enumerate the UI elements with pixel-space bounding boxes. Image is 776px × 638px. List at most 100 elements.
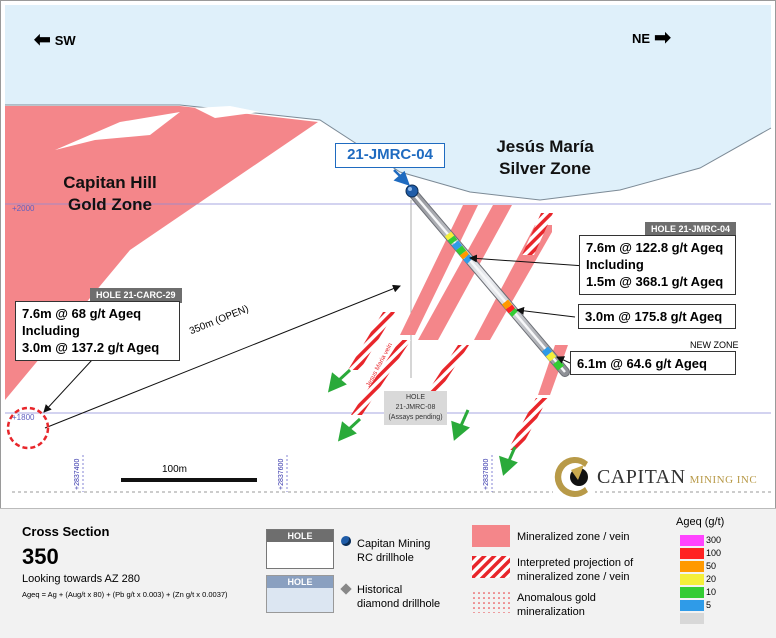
pending-hole-box: HOLE 21-JMRC-08 (Assays pending) (384, 391, 447, 425)
callout-jmrc04-tag: HOLE 21-JMRC-04 (645, 222, 737, 237)
callout-carc29-line3: 3.0m @ 137.2 g/t Ageq (22, 340, 160, 355)
new-zone-tag: NEW ZONE (690, 340, 739, 350)
pending-hole-line2: 21-JMRC-08 (395, 404, 436, 411)
legend-capitan-rc: Capitan Mining RC drillhole (357, 537, 430, 565)
legend-cross-section: Cross Section (22, 524, 110, 539)
legend-capitan-rc-line1: Capitan Mining (357, 538, 431, 550)
projection-arrows (327, 368, 518, 476)
capitan-hill-label-line2: Gold Zone (67, 195, 153, 214)
interpreted-vein-1 (348, 312, 395, 370)
legend-historical-box: HOLE (266, 575, 334, 613)
pending-hole-line3: (Assays pending) (388, 414, 443, 421)
ageq-swatch-3 (680, 574, 704, 585)
leader-lines (43, 254, 586, 429)
capitan-hill-label: Capitan Hill Gold Zone (40, 172, 180, 216)
logo-sub: MINING INC (689, 474, 758, 486)
legend-ageq-title: Ageq (g/t) (676, 516, 725, 528)
legend-rc-box: HOLE (266, 529, 334, 569)
legend-anomalous-line1: Anomalous gold (517, 592, 596, 604)
legend-interpreted-line1: Interpreted projection of (517, 557, 634, 569)
ageq-swatch-2 (680, 561, 704, 572)
legend-looking: Looking towards AZ 280 (22, 573, 141, 585)
callout-mid: 3.0m @ 175.8 g/t Ageq (578, 304, 736, 329)
legend-interpreted: Interpreted projection of mineralized zo… (517, 556, 633, 584)
ageq-swatch-5 (680, 600, 704, 611)
interpreted-vein-5 (508, 398, 548, 450)
direction-sw: ⬅ SW (34, 29, 76, 51)
jesus-maria-label-line2: Silver Zone (499, 159, 591, 178)
elevation-label-upper: +2000 (12, 204, 35, 213)
interpreted-vein-3 (419, 345, 469, 405)
callout-jmrc04-line3: 1.5m @ 368.1 g/t Ageq (586, 274, 724, 289)
northing-ticks (82, 455, 493, 492)
drillhole-21-jmrc-04 (405, 184, 570, 377)
legend-interpreted-swatch (472, 556, 510, 578)
elevation-label-lower: +1800 (12, 413, 35, 422)
arrow-right-icon: ➡ (654, 27, 671, 49)
collar-arrow (393, 169, 411, 187)
scale-bar (121, 478, 257, 482)
legend-section-number: 350 (22, 544, 59, 569)
capitan-logo: CAPITAN MINING INC (597, 466, 757, 489)
legend-formula: Ageq = Ag + (Aug/t x 80) + (Pb g/t x 0.0… (22, 590, 228, 599)
callout-carc29-line1: 7.6m @ 68 g/t Ageq (22, 306, 142, 321)
ageq-label-5: 5 (706, 600, 712, 610)
northing-3: +2837800 (483, 458, 490, 490)
direction-ne: NE ➡ (632, 27, 671, 49)
ageq-label-0: 300 (706, 535, 722, 545)
capitan-logo-mark (553, 455, 595, 497)
vein-1 (400, 205, 478, 335)
callout-carc29-tag: HOLE 21-CARC-29 (90, 288, 182, 303)
capitan-hill-label-line1: Capitan Hill (63, 173, 157, 192)
anomaly-circle (6, 406, 50, 450)
ageq-label-4: 10 (706, 587, 717, 597)
callout-jmrc04: 7.6m @ 122.8 g/t Ageq Including 1.5m @ 3… (579, 235, 736, 295)
callout-jmrc04-line1: 7.6m @ 122.8 g/t Ageq (586, 240, 724, 255)
legend-panel: Cross Section 350 Looking towards AZ 280… (0, 508, 776, 638)
callout-new-zone: 6.1m @ 64.6 g/t Ageq (570, 351, 736, 375)
legend-rc-box-header: HOLE (267, 530, 333, 542)
legend-historical-line2: diamond drillhole (357, 598, 441, 610)
callout-carc29-line2: Including (22, 323, 80, 338)
legend-anomalous-line2: mineralization (517, 606, 585, 618)
capitan-hill-gap-2 (195, 106, 260, 118)
legend-historical-box-header: HOLE (267, 576, 333, 588)
hole-label-box: 21-JMRC-04 (335, 143, 445, 168)
ageq-label-3: 20 (706, 574, 717, 584)
cross-section-scene (5, 5, 772, 497)
legend-anomalous-swatch (472, 591, 510, 613)
interpreted-vein-2 (351, 340, 411, 415)
capitan-rc-icon (341, 536, 351, 546)
legend-anomalous: Anomalous gold mineralization (517, 591, 596, 619)
ageq-swatch-6 (680, 613, 704, 624)
capitan-hill-gap (55, 112, 180, 150)
logo-name: CAPITAN (597, 466, 686, 488)
ageq-swatch-4 (680, 587, 704, 598)
hole-label-text: 21-JMRC-04 (347, 146, 433, 163)
terrain-sky (5, 5, 771, 200)
callout-carc29: 7.6m @ 68 g/t Ageq Including 3.0m @ 137.… (15, 301, 180, 361)
direction-ne-label: NE (632, 30, 651, 46)
ageq-label-2: 50 (706, 561, 717, 571)
legend-mineralized: Mineralized zone / vein (517, 531, 630, 543)
capitan-hill-zone (5, 106, 318, 400)
legend-mineralized-swatch (472, 525, 510, 547)
arrow-left-icon: ⬅ (34, 29, 51, 51)
callout-jmrc04-line2: Including (586, 257, 644, 272)
vein-2 (418, 205, 512, 340)
pending-hole-line1: HOLE (405, 394, 426, 401)
ageq-label-1: 100 (706, 548, 722, 558)
historical-diamond-icon (340, 583, 352, 595)
ageq-swatch-0 (680, 535, 704, 546)
interpreted-vein-4 (522, 213, 553, 255)
northing-1: +2837400 (74, 458, 81, 490)
legend-historical: Historical diamond drillhole (357, 583, 440, 611)
direction-sw-label: SW (54, 32, 76, 48)
legend-interpreted-line2: mineralized zone / vein (517, 571, 630, 583)
jesus-maria-label-line1: Jesús María (496, 137, 594, 156)
legend-capitan-rc-line2: RC drillhole (357, 552, 414, 564)
scale-bar-label: 100m (162, 464, 188, 475)
legend-historical-line1: Historical (357, 584, 403, 596)
ageq-swatch-1 (680, 548, 704, 559)
northing-2: +2837600 (278, 458, 285, 490)
